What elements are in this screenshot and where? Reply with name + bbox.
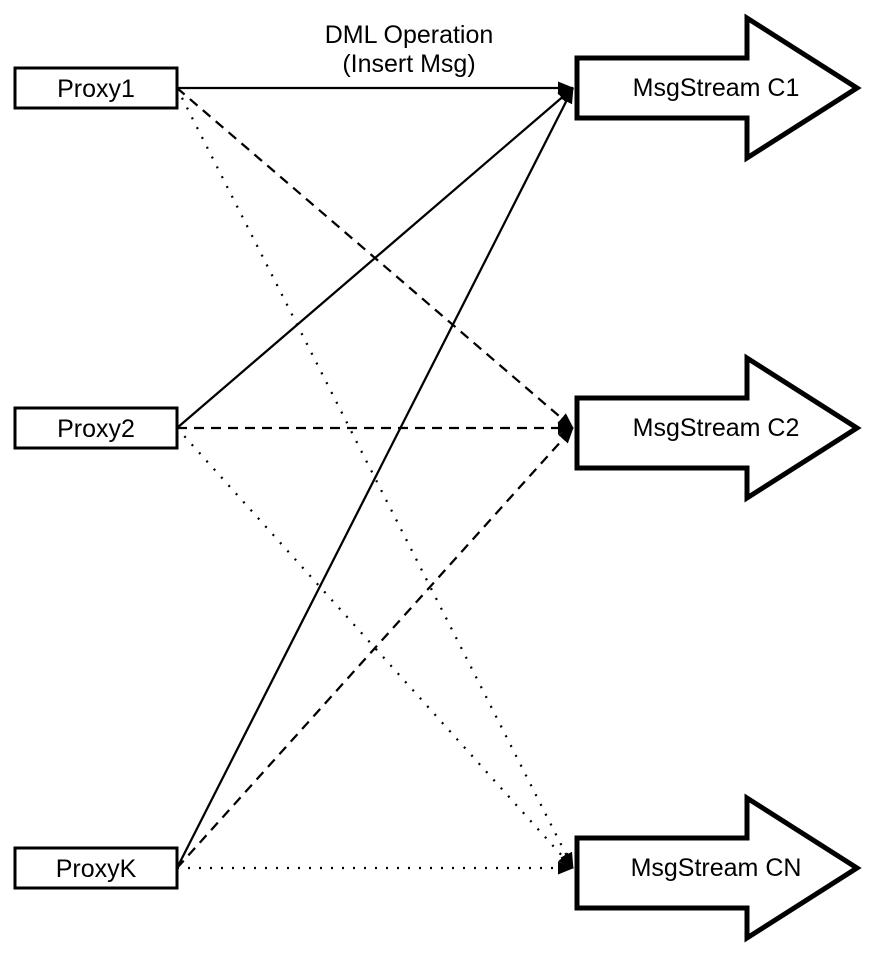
proxy-nodes: Proxy1 Proxy2 ProxyK xyxy=(13,66,179,890)
edge-label-line2: (Insert Msg) xyxy=(342,50,475,78)
edge-label: DML Operation (Insert Msg) xyxy=(325,21,494,78)
msgstream-cn-arrow xyxy=(574,793,862,943)
msgstream-c1-arrow xyxy=(574,13,862,163)
msgstream-cn-node: MsgStream CN xyxy=(574,793,862,943)
proxy1-label: Proxy1 xyxy=(57,75,135,103)
msgstream-c1-node: MsgStream C1 xyxy=(574,13,862,163)
proxy1-node: Proxy1 xyxy=(13,66,179,110)
proxy2-label: Proxy2 xyxy=(57,415,135,443)
msgstream-cn-label: MsgStream CN xyxy=(631,854,802,882)
proxy2-box xyxy=(13,406,179,450)
edge-proxyk-to-msgstream-c1 xyxy=(175,87,575,869)
msgstream-c2-node: MsgStream C2 xyxy=(574,353,862,503)
connector-edges xyxy=(175,81,575,875)
proxyk-label: ProxyK xyxy=(56,855,137,883)
edge-label-line1: DML Operation xyxy=(325,21,494,49)
edge-proxy2-to-msgstream-c1 xyxy=(176,87,574,429)
proxyk-node: ProxyK xyxy=(13,846,179,890)
msgstream-c2-arrow xyxy=(574,353,862,503)
edge-proxyk-to-msgstream-c2 xyxy=(176,427,574,869)
proxyk-box xyxy=(13,846,179,890)
msgstream-c1-label: MsgStream C1 xyxy=(633,74,800,102)
msgstream-c2-label: MsgStream C2 xyxy=(633,414,800,442)
msgstream-nodes: MsgStream C1 MsgStream C2 MsgStream CN xyxy=(574,13,862,943)
proxy1-box xyxy=(13,66,179,110)
proxy2-node: Proxy2 xyxy=(13,406,179,450)
